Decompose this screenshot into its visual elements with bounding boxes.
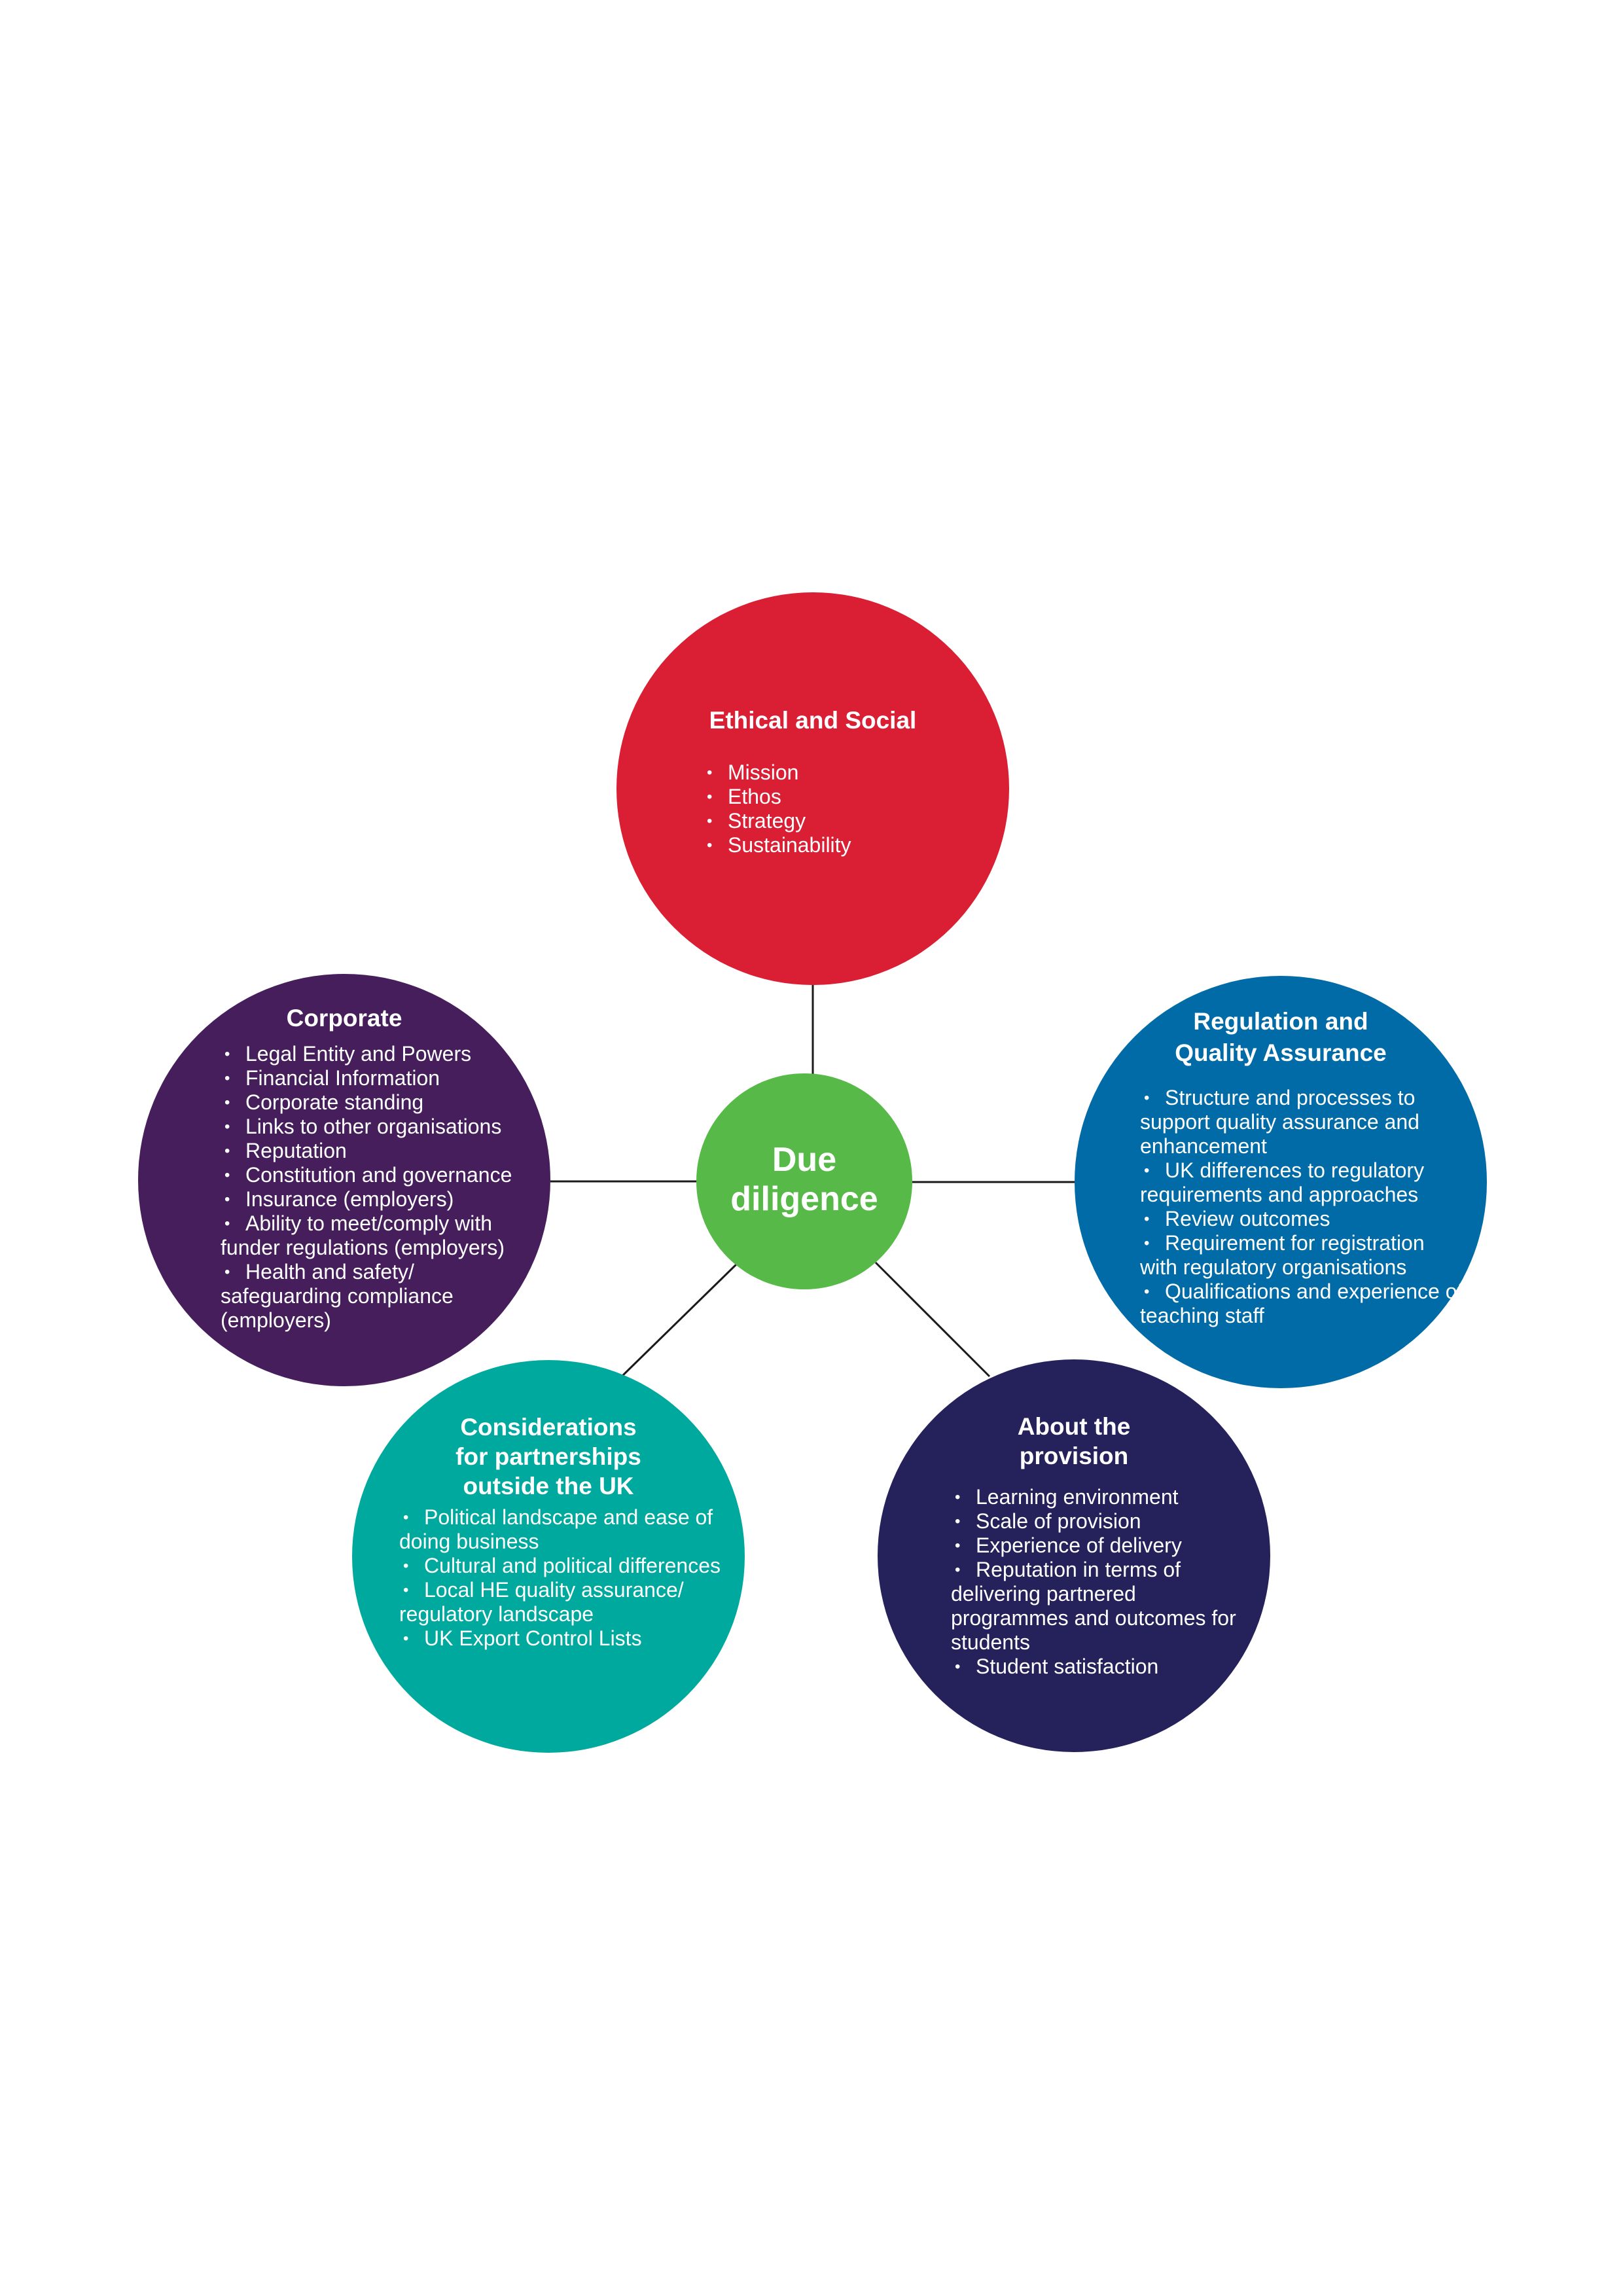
circle-partnerships-outside-uk: Considerations for partnerships outside … <box>352 1360 745 1753</box>
ethical-list: Mission Ethos Strategy Sustainability <box>703 761 851 857</box>
regulation-title-line2: Quality Assurance <box>1175 1039 1387 1066</box>
list-item: Strategy <box>703 809 851 833</box>
corporate-title: Corporate <box>286 1005 402 1031</box>
circle-about-provision: About the provision Learning environment… <box>878 1359 1270 1752</box>
list-item: Requirement for registration with regula… <box>1140 1231 1467 1280</box>
corporate-list: Legal Entity and Powers Financial Inform… <box>221 1042 535 1333</box>
regulation-list: Structure and processes to support quali… <box>1140 1086 1467 1328</box>
center-title-line2: diligence <box>730 1180 878 1218</box>
outside-title-line3: outside the UK <box>463 1473 634 1499</box>
connector-outside <box>620 1261 740 1378</box>
list-item: Scale of provision <box>951 1509 1239 1534</box>
outside-list: Political landscape and ease of doing bu… <box>399 1505 726 1651</box>
provision-title-line2: provision <box>1019 1443 1129 1469</box>
regulation-title-line1: Regulation and <box>1193 1008 1368 1035</box>
provision-list: Learning environment Scale of provision … <box>951 1485 1239 1679</box>
list-item: Health and safety/ safeguarding complian… <box>221 1260 535 1333</box>
provision-title-line1: About the <box>1017 1413 1131 1440</box>
ethical-title: Ethical and Social <box>709 707 917 734</box>
circle-regulation-quality: Regulation and Quality Assurance Structu… <box>1075 976 1487 1388</box>
list-item: Review outcomes <box>1140 1207 1467 1231</box>
list-item: Corporate standing <box>221 1090 535 1115</box>
outside-title: Considerations for partnerships outside … <box>352 1412 745 1501</box>
regulation-title: Regulation and Quality Assurance <box>1075 1006 1487 1069</box>
circle-ethical-social: Ethical and Social Mission Ethos Strateg… <box>616 592 1009 985</box>
list-item: UK Export Control Lists <box>399 1626 726 1651</box>
list-item: Mission <box>703 761 851 785</box>
circle-due-diligence: Due diligence <box>696 1073 912 1289</box>
circle-corporate: Corporate Legal Entity and Powers Financ… <box>138 974 550 1386</box>
list-item: UK differences to regulatory requirement… <box>1140 1158 1467 1207</box>
list-item: Legal Entity and Powers <box>221 1042 535 1066</box>
list-item: Political landscape and ease of doing bu… <box>399 1505 726 1554</box>
list-item: Ability to meet/comply with funder regul… <box>221 1211 535 1260</box>
list-item: Insurance (employers) <box>221 1187 535 1211</box>
list-item: Links to other organisations <box>221 1115 535 1139</box>
outside-title-line1: Considerations <box>460 1414 637 1441</box>
list-item: Financial Information <box>221 1066 535 1090</box>
list-item: Cultural and political differences <box>399 1554 726 1578</box>
provision-title: About the provision <box>878 1412 1270 1471</box>
list-item: Experience of delivery <box>951 1534 1239 1558</box>
list-item: Sustainability <box>703 833 851 857</box>
outside-title-line2: for partnerships <box>455 1443 641 1470</box>
center-title-line1: Due <box>772 1141 837 1179</box>
list-item: Qualifications and experience of teachin… <box>1140 1280 1467 1328</box>
list-item: Reputation in terms of delivering partne… <box>951 1558 1239 1655</box>
list-item: Student satisfaction <box>951 1655 1239 1679</box>
list-item: Ethos <box>703 785 851 809</box>
center-title: Due diligence <box>696 1140 912 1219</box>
list-item: Learning environment <box>951 1485 1239 1509</box>
list-item: Constitution and governance <box>221 1163 535 1187</box>
list-item: Structure and processes to support quali… <box>1140 1086 1467 1158</box>
connector-provision <box>874 1261 991 1378</box>
list-item: Reputation <box>221 1139 535 1163</box>
list-item: Local HE quality assurance/ regulatory l… <box>399 1578 726 1626</box>
